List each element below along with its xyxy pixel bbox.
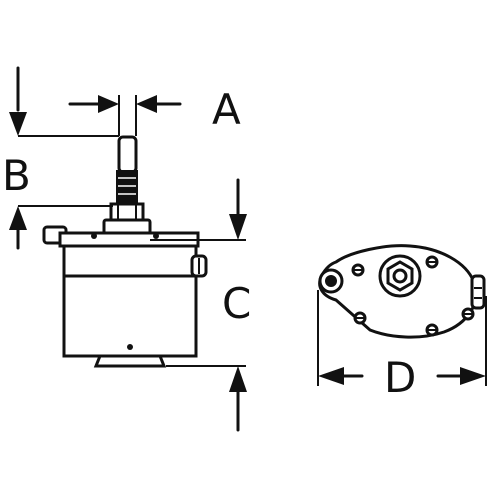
- motor-side-view: [42, 135, 208, 368]
- gear-housing: [62, 244, 198, 278]
- shaft-nut-top: [378, 254, 422, 298]
- motor-top-view: [318, 244, 486, 339]
- dimension-c-label: C: [222, 279, 251, 328]
- dimension-b-label: B: [2, 151, 31, 200]
- output-shaft: [116, 135, 138, 204]
- dimension-a: A: [68, 85, 241, 136]
- shaft-bushing: [102, 202, 152, 236]
- motor-can: [62, 274, 198, 358]
- dimension-d: D: [317, 290, 487, 402]
- dimension-a-label: A: [212, 85, 241, 134]
- dimension-d-label: D: [384, 353, 416, 402]
- housing-screws: [351, 255, 475, 337]
- terminal-connector: [190, 254, 208, 278]
- dimension-c: C: [150, 178, 251, 432]
- motor-vent-dot: [127, 344, 133, 350]
- terminal-top-view: [470, 274, 486, 310]
- motor-end-cap: [93, 354, 167, 368]
- dimension-b: B: [2, 66, 119, 250]
